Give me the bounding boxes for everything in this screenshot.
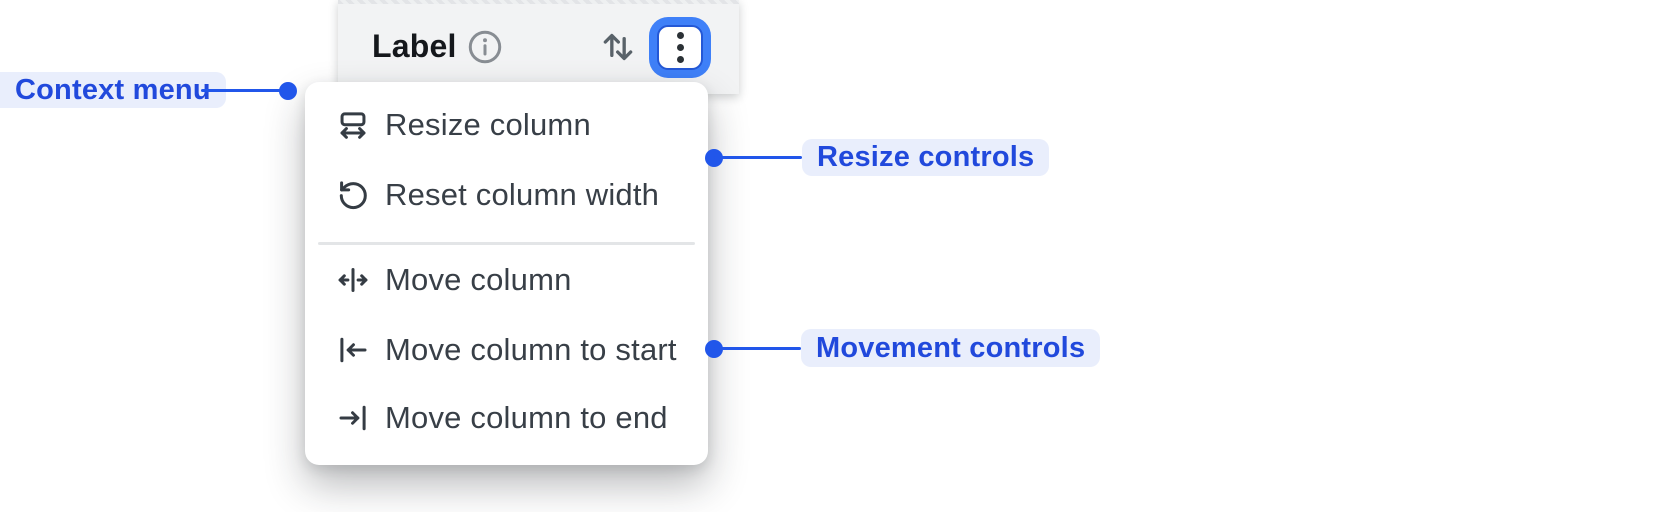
reset-column-width-icon: [335, 177, 371, 213]
annotation-movement-controls: Movement controls: [801, 329, 1101, 367]
annotation-line: [201, 89, 288, 92]
move-column-icon: [335, 262, 371, 298]
move-column-to-start-icon: [335, 332, 371, 368]
menu-item-move-column-to-end[interactable]: Move column to end: [305, 396, 708, 440]
menu-item-move-column-to-start[interactable]: Move column to start: [305, 328, 708, 372]
sort-direction-icon[interactable]: [598, 27, 638, 67]
column-menu-button[interactable]: [657, 25, 703, 70]
menu-item-label: Move column: [385, 262, 572, 297]
menu-item-label: Reset column width: [385, 177, 660, 212]
column-context-menu: Resize column Reset column width: [305, 82, 708, 465]
column-header: Label: [338, 0, 739, 94]
info-icon[interactable]: [466, 28, 504, 66]
menu-item-resize-column[interactable]: Resize column: [305, 103, 708, 147]
annotation-line: [714, 347, 801, 350]
menu-divider: [318, 242, 695, 245]
menu-item-label: Resize column: [385, 107, 591, 142]
annotation-dot: [279, 82, 297, 100]
menu-item-label: Move column to start: [385, 332, 677, 367]
annotation-line: [714, 156, 802, 159]
menu-item-move-column[interactable]: Move column: [305, 258, 708, 302]
resize-column-icon: [335, 107, 371, 143]
kebab-menu-icon: [676, 32, 684, 39]
column-header-title: Label: [372, 27, 457, 64]
menu-item-label: Move column to end: [385, 400, 668, 435]
move-column-to-end-icon: [335, 400, 371, 436]
annotation-context-menu: Context menu: [0, 72, 226, 108]
annotation-resize-controls: Resize controls: [802, 139, 1050, 176]
menu-item-reset-column-width[interactable]: Reset column width: [305, 173, 708, 217]
